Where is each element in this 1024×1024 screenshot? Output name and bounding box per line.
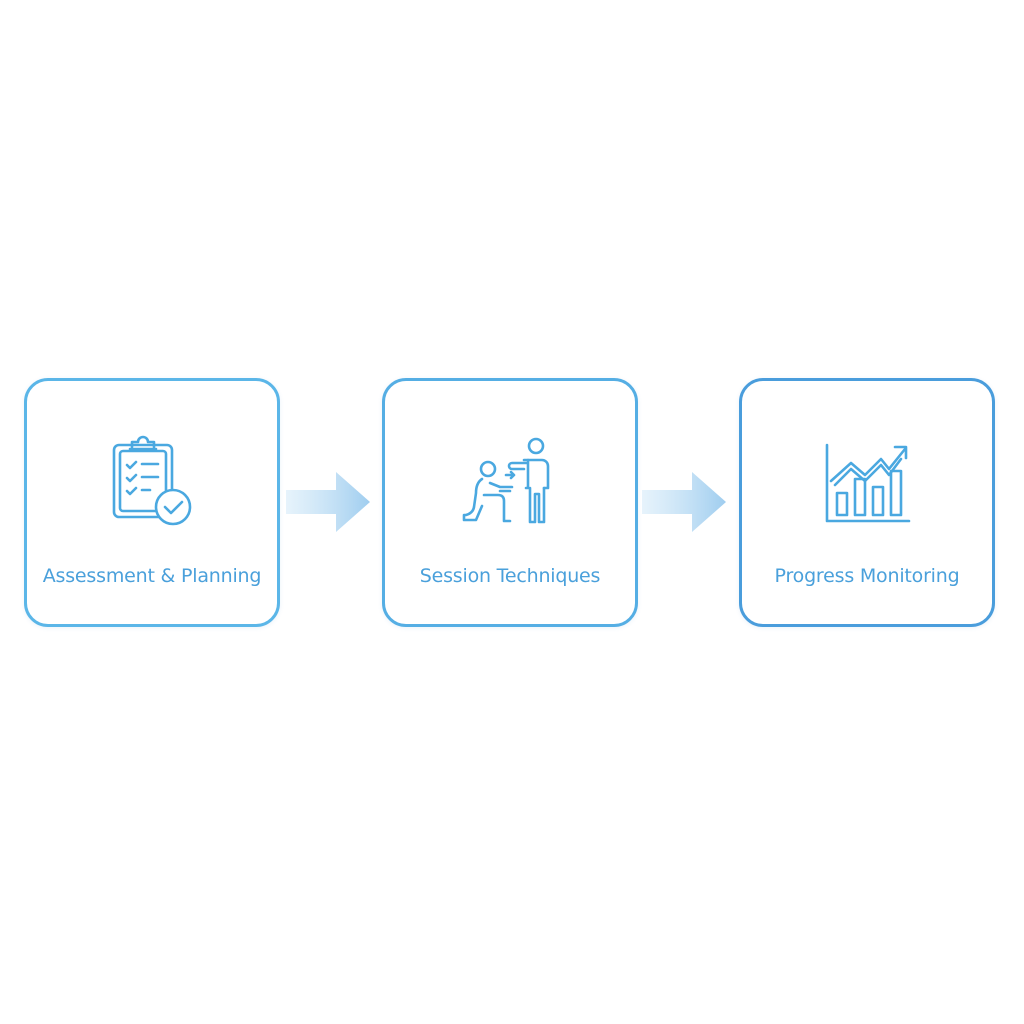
step-label: Session Techniques: [419, 565, 601, 587]
step-label: Assessment & Planning: [42, 565, 262, 587]
clipboard-check-icon: [102, 433, 202, 533]
arrow-right-icon: [640, 466, 730, 538]
step-session-techniques: Session Techniques: [382, 378, 638, 627]
step-assessment-planning: Assessment & Planning: [24, 378, 280, 627]
growth-chart-icon: [817, 433, 917, 533]
arrow-right-icon: [284, 466, 374, 538]
therapist-patient-icon: [460, 433, 560, 533]
step-progress-monitoring: Progress Monitoring: [739, 378, 995, 627]
step-label: Progress Monitoring: [774, 565, 960, 587]
